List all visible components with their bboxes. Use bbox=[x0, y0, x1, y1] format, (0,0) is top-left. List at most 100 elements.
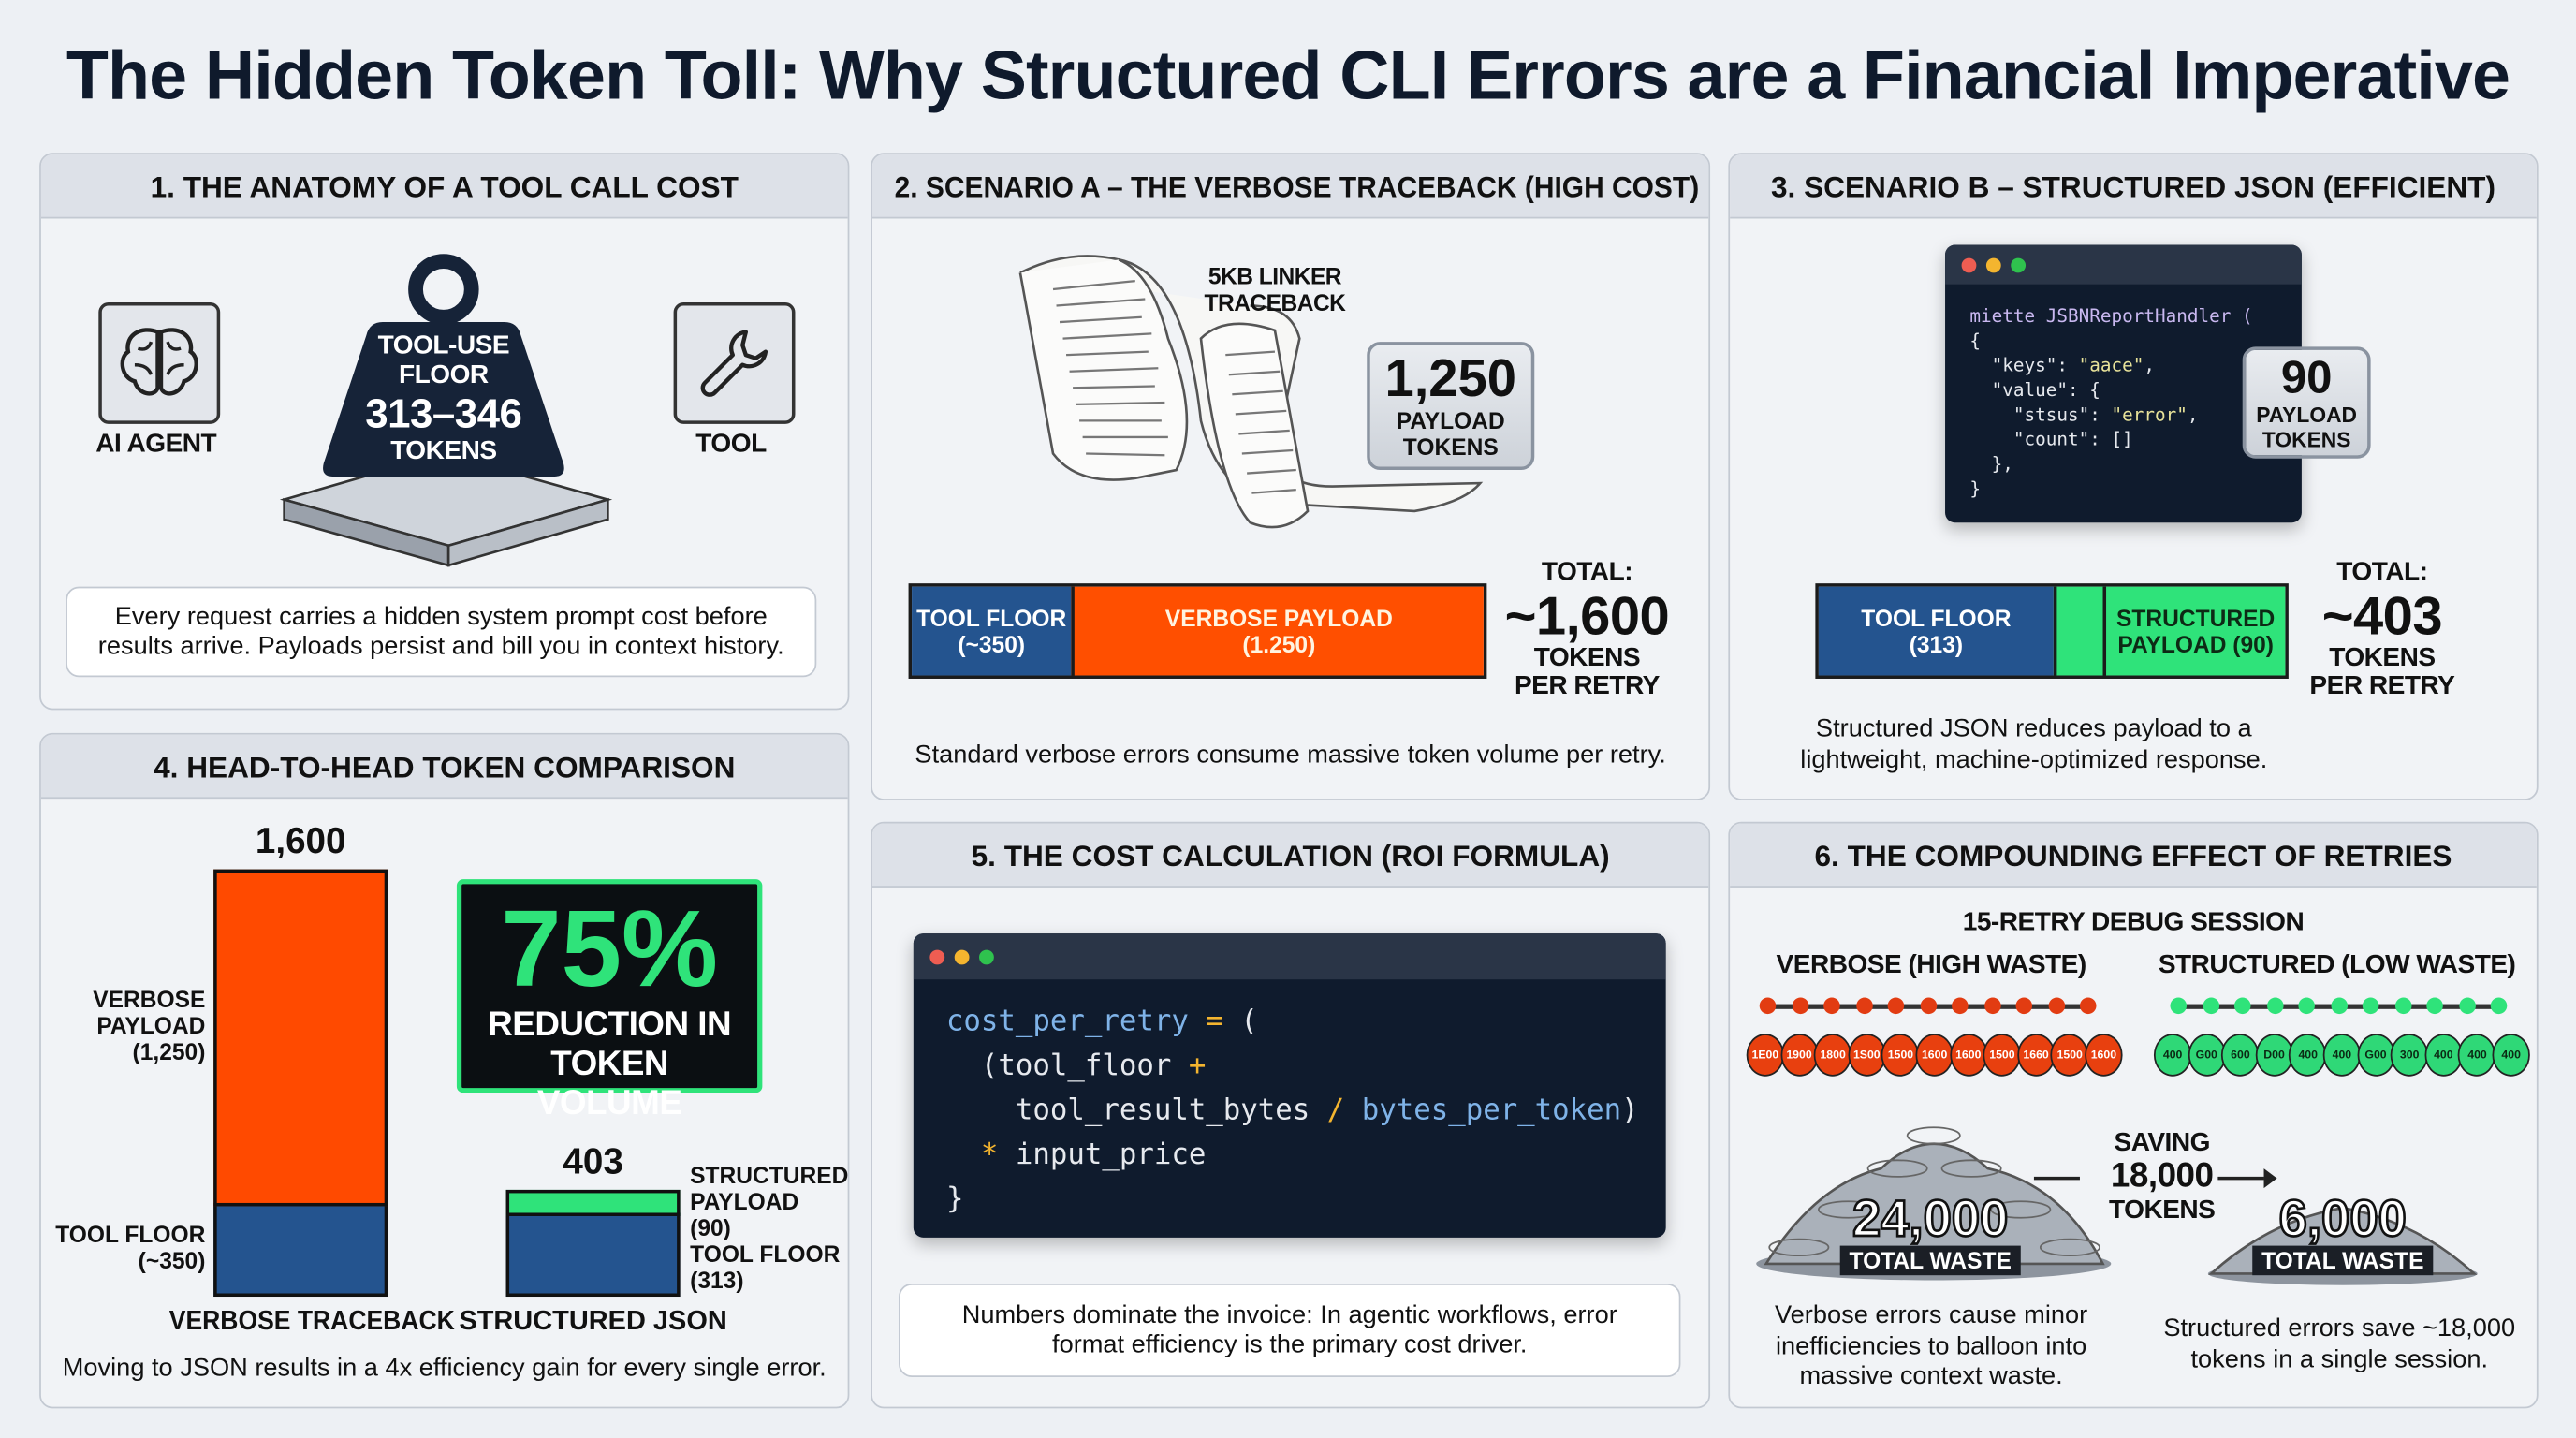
total-verbose: TOTAL: ~1,600 TOKENS PER RETRY bbox=[1497, 559, 1677, 700]
bar-total-label: 403 bbox=[563, 1139, 623, 1181]
wrench-icon bbox=[673, 301, 796, 424]
bar-segment-tool-floor: TOOL FLOOR(313) bbox=[1818, 586, 2054, 676]
retry-token-coin: 400 bbox=[2424, 1034, 2463, 1077]
code-token: cost_per_retry bbox=[945, 1005, 1189, 1039]
verbose-caption: Standard verbose errors consume massive … bbox=[915, 741, 1666, 770]
retry-dot bbox=[1855, 997, 1872, 1015]
structured-label-row: STRUCTURED (LOW WASTE) bbox=[2137, 951, 2536, 981]
verbose-caption-row: Standard verbose errors consume massive … bbox=[872, 741, 1708, 771]
panel-heading: 3. SCENARIO B – STRUCTURED JSON (EFFICIE… bbox=[1770, 170, 2496, 204]
retry-token-coin: 400 bbox=[2153, 1034, 2192, 1077]
segment-label: TOOL FLOOR bbox=[916, 604, 1067, 632]
series-label-tool-floor: TOOL FLOOR(~350) bbox=[41, 1221, 206, 1274]
saving-value: 18,000 bbox=[2110, 1156, 2214, 1196]
close-dot-icon bbox=[929, 948, 945, 964]
badge-value: 1,250 bbox=[1384, 348, 1517, 408]
anatomy-caption: Every request carries a hidden system pr… bbox=[66, 586, 817, 678]
panel-formula: 5. THE COST CALCULATION (ROI FORMULA) co… bbox=[871, 821, 1711, 1409]
verbose-total-value: 24,000 bbox=[1852, 1189, 2010, 1248]
saving-callout: SAVING 18,000 TOKENS bbox=[2088, 1127, 2236, 1225]
segment-label: VERBOSE PAYLOAD bbox=[1164, 604, 1393, 632]
retry-token-coin: 1E00 bbox=[1746, 1034, 1785, 1077]
comparison-caption: Moving to JSON results in a 4x efficienc… bbox=[62, 1354, 827, 1383]
code-token: / bbox=[1326, 1094, 1362, 1128]
retry-dot bbox=[2047, 997, 2065, 1015]
code-token: ( bbox=[1240, 1005, 1258, 1039]
retry-dot bbox=[1887, 997, 1905, 1015]
saving-unit: TOKENS bbox=[2109, 1196, 2216, 1225]
retry-token-coin: 400 bbox=[2458, 1034, 2496, 1077]
segment-value: (~350) bbox=[958, 631, 1026, 658]
structured-label: STRUCTURED (LOW WASTE) bbox=[2158, 951, 2516, 980]
bar-tool-floor bbox=[213, 1203, 388, 1298]
category-label: VERBOSE TRACEBACK bbox=[168, 1306, 455, 1337]
roi-formula-code: cost_per_retry = ( (tool_floor + tool_re… bbox=[914, 979, 1666, 1223]
retry-dot bbox=[2394, 997, 2411, 1015]
weight-unit: TOKENS bbox=[390, 436, 497, 465]
bar-segment-structured-sliver bbox=[2053, 586, 2107, 676]
panel-heading: 1. THE ANATOMY OF A TOOL CALL COST bbox=[150, 170, 739, 204]
verbose-session-caption: Verbose errors cause minor inefficiencie… bbox=[1775, 1301, 2088, 1391]
verbose-total-label: TOTAL WASTE bbox=[1839, 1245, 2022, 1276]
retry-dot bbox=[1919, 997, 1937, 1015]
page-title: The Hidden Token Toll: Why Structured CL… bbox=[66, 36, 2510, 114]
series-label-structured: STRUCTURED PAYLOAD (90)TOOL FLOOR(313) bbox=[690, 1162, 847, 1293]
code-line: "count": [] bbox=[1969, 429, 2133, 450]
retry-dot bbox=[1952, 997, 1969, 1015]
bar-segment-tool-floor: TOOL FLOOR(~350) bbox=[912, 586, 1072, 676]
panel-header: 6. THE COMPOUNDING EFFECT OF RETRIES bbox=[1730, 823, 2537, 888]
code-token: * bbox=[945, 1138, 1016, 1172]
formula-caption: Numbers dominate the invoice: In agentic… bbox=[899, 1283, 1681, 1378]
retry-dot bbox=[2266, 997, 2283, 1015]
bar-tool-floor bbox=[505, 1212, 681, 1297]
weight-on-platform-illustration bbox=[279, 254, 613, 567]
series-label-tool-floor-line: TOOL FLOOR bbox=[55, 1221, 206, 1248]
panel-heading: 6. THE COMPOUNDING EFFECT OF RETRIES bbox=[1814, 840, 2452, 873]
retry-dot bbox=[2426, 997, 2443, 1015]
structured-total-label: TOTAL WASTE bbox=[2251, 1245, 2434, 1276]
verbose-label: VERBOSE (HIGH WASTE) bbox=[1776, 951, 2087, 980]
badge-value: 90 bbox=[2280, 351, 2333, 404]
code-token: tool_result_bytes bbox=[945, 1094, 1327, 1128]
panel-heading: 4. HEAD-TO-HEAD TOKEN COMPARISON bbox=[154, 751, 736, 785]
series-label-verbose-payload-line: (1,250) bbox=[132, 1038, 206, 1065]
total-value: ~1,600 bbox=[1504, 584, 1670, 646]
payload-badge: 90 PAYLOAD TOKENS bbox=[2242, 346, 2371, 459]
retry-token-coin: D00 bbox=[2255, 1034, 2293, 1077]
retry-token-coin: 400 bbox=[2289, 1034, 2327, 1077]
code-line: "keys": "aace", bbox=[1969, 355, 2156, 376]
retry-dot bbox=[1823, 997, 1840, 1015]
code-line: "stsus": "error", bbox=[1969, 404, 2199, 426]
retry-token-coin: 1900 bbox=[1779, 1034, 1819, 1077]
retry-dot bbox=[2170, 997, 2188, 1015]
close-dot-icon bbox=[1961, 257, 1977, 272]
scroll-label: 5KB LINKER TRACEBACK bbox=[1204, 262, 1346, 316]
verbose-total: 24,000 TOTAL WASTE bbox=[1799, 1189, 2062, 1277]
total-unit: TOKENS PER RETRY bbox=[1514, 644, 1660, 700]
weight-line1: TOOL-USE bbox=[377, 331, 510, 360]
panel-anatomy: 1. THE ANATOMY OF A TOOL CALL COST AI AG… bbox=[39, 153, 850, 711]
retry-token-coin: 1660 bbox=[2016, 1034, 2056, 1077]
segment-value: (313) bbox=[1909, 631, 1964, 658]
structured-total: 6,000 TOTAL WASTE bbox=[2211, 1191, 2474, 1277]
retry-dot bbox=[2458, 997, 2476, 1015]
json-code-text: miette JSBNReportHandler ({ "keys": "aac… bbox=[1945, 285, 2302, 502]
verbose-label-row: VERBOSE (HIGH WASTE) bbox=[1730, 951, 2132, 981]
panel-compounding: 6. THE COMPOUNDING EFFECT OF RETRIES 15-… bbox=[1728, 821, 2539, 1409]
series-label-tool-floor-line: (~350) bbox=[138, 1247, 206, 1274]
total-label: TOTAL: bbox=[1541, 558, 1633, 587]
retry-dot bbox=[2202, 997, 2219, 1015]
panel-heading: 2. SCENARIO A – THE VERBOSE TRACEBACK (H… bbox=[894, 170, 1700, 204]
payload-badge: 1,250 PAYLOAD TOKENS bbox=[1367, 342, 1535, 471]
tool-label: TOOL bbox=[695, 430, 767, 459]
code-token: + bbox=[1188, 1049, 1207, 1083]
code-line: miette JSBNReportHandler ( bbox=[1969, 305, 2253, 328]
retry-token-coin: 1500 bbox=[1881, 1034, 1920, 1077]
retry-token-coin: 1S00 bbox=[1848, 1034, 1886, 1077]
structured-retry-timeline bbox=[2170, 997, 2508, 1015]
